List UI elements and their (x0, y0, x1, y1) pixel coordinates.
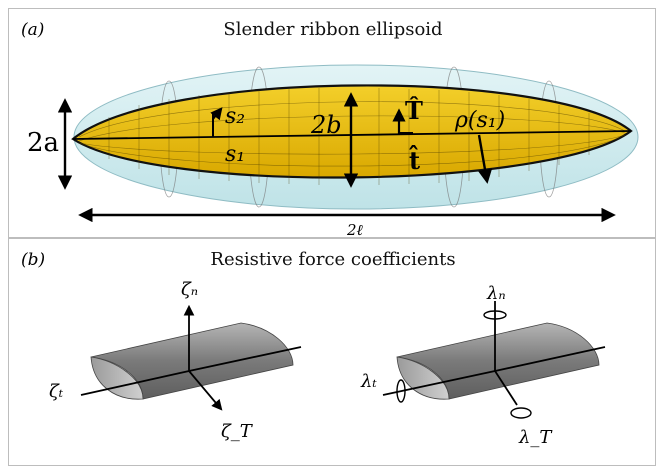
label-lambda-t: λₜ (360, 371, 377, 392)
translation-axes (80, 304, 302, 411)
panel-b-title: Resistive force coefficients (210, 249, 455, 270)
resistive-force-diagram: (b) Resistive force coefficients ζₙ ζₜ ζ… (21, 249, 606, 448)
label-t-hat: t̂ (408, 145, 420, 175)
label-s2: s₂ (225, 104, 245, 129)
rotation-axes (382, 301, 606, 419)
label-zeta-t: ζₜ (49, 381, 64, 402)
label-T-hat: T̂ (405, 96, 423, 125)
label-2b: 2b (310, 111, 342, 139)
label-s1: s₁ (225, 142, 245, 167)
panel-a-title: Slender ribbon ellipsoid (223, 19, 442, 40)
label-zeta-T: ζ_T (221, 421, 254, 442)
translation-ribbon-segment (90, 322, 294, 400)
label-2ell: 2ℓ (346, 221, 363, 239)
rho-arrow (477, 134, 493, 184)
ribbon-ellipsoid-diagram: (a) Slender ribbon ellipsoid (21, 19, 639, 239)
panel-b-tag: (b) (21, 250, 45, 270)
label-2a: 2a (27, 128, 59, 158)
label-zeta-n: ζₙ (181, 279, 198, 300)
panel-a: (a) Slender ribbon ellipsoid (8, 8, 656, 239)
panel-a-tag: (a) (21, 20, 44, 40)
label-rho: ρ(s₁) (454, 108, 505, 133)
label-lambda-n: λₙ (486, 283, 506, 304)
rotation-ribbon-segment (396, 322, 600, 400)
label-lambda-T: λ_T (518, 427, 553, 448)
panel-b: (b) Resistive force coefficients ζₙ ζₜ ζ… (8, 238, 656, 466)
